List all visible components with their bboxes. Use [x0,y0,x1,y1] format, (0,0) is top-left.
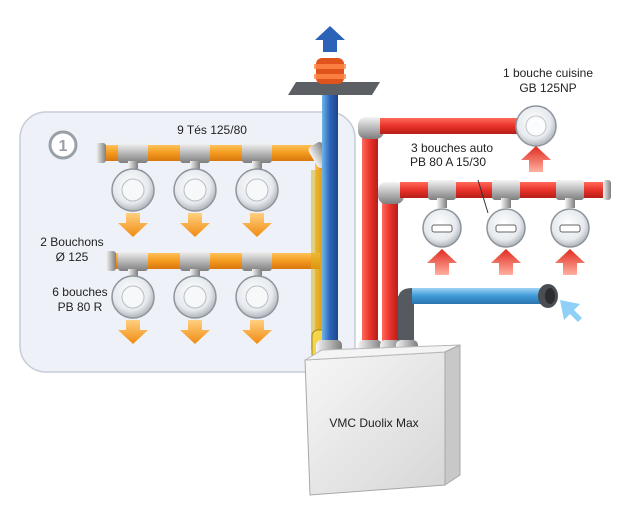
supply-vents-top [111,168,279,212]
blue-exhaust-duct [322,92,338,360]
unit-label: VMC Duolix Max [329,416,418,430]
extraction-network [358,105,611,362]
label-auto-2: PB 80 A 15/30 [410,155,486,169]
arrow-down-icon [118,213,272,344]
step-badge: 1 [48,130,78,160]
end-cap-top [96,143,106,163]
red-elbow-mid [378,182,404,204]
label-bouchons-2: Ø 125 [56,250,89,264]
red-riser-secondary [382,192,398,360]
label-tes: 9 Tés 125/80 [177,123,247,137]
extract-vents [422,208,590,248]
label-cuisine-2: GB 125NP [519,81,576,95]
arrow-up-icon [315,26,345,52]
tee-fittings-right [428,180,584,208]
roof-flashing [288,82,380,95]
step-number: 1 [59,138,68,155]
arrow-diagonal-icon [560,300,582,322]
label-auto-1: 3 bouches auto [411,141,493,155]
end-cap-bottom [106,251,116,271]
tee-fittings-top [118,143,272,171]
label-bouchons-1: 2 Bouchons [40,235,103,249]
exhaust-stack [288,26,380,362]
arrow-up-icon [521,146,551,172]
red-elbow-top [358,117,384,139]
intake-duct [412,288,542,304]
arrow-up-icon [427,249,585,275]
roof-terminal [316,58,344,84]
supply-vents-bottom [111,275,279,319]
red-riser-main [362,122,378,360]
label-bouches-1: 6 bouches [52,285,107,299]
kitchen-vent [515,105,557,147]
vmc-unit: VMC Duolix Max [304,344,461,496]
leader-line [477,179,489,214]
red-duct-kitchen [380,118,520,134]
insufflation-network [96,142,335,361]
tee-fittings-bottom [118,251,272,279]
label-bouches-2: PB 80 R [58,300,103,314]
label-cuisine-1: 1 bouche cuisine [503,66,593,80]
